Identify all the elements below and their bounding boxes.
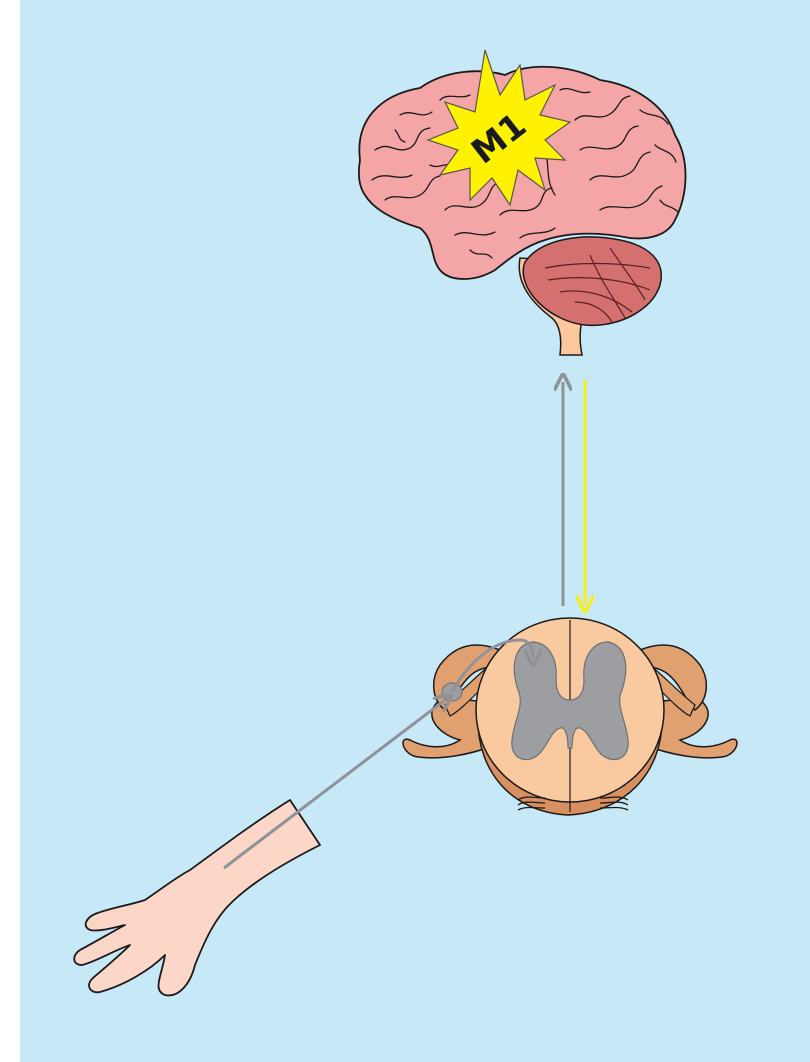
spinal-cord-cross-section-icon — [403, 618, 737, 815]
arm-sensory-input-arrow — [224, 700, 445, 868]
brain-icon: M1 — [359, 50, 686, 355]
arm-hand-icon — [74, 800, 320, 995]
